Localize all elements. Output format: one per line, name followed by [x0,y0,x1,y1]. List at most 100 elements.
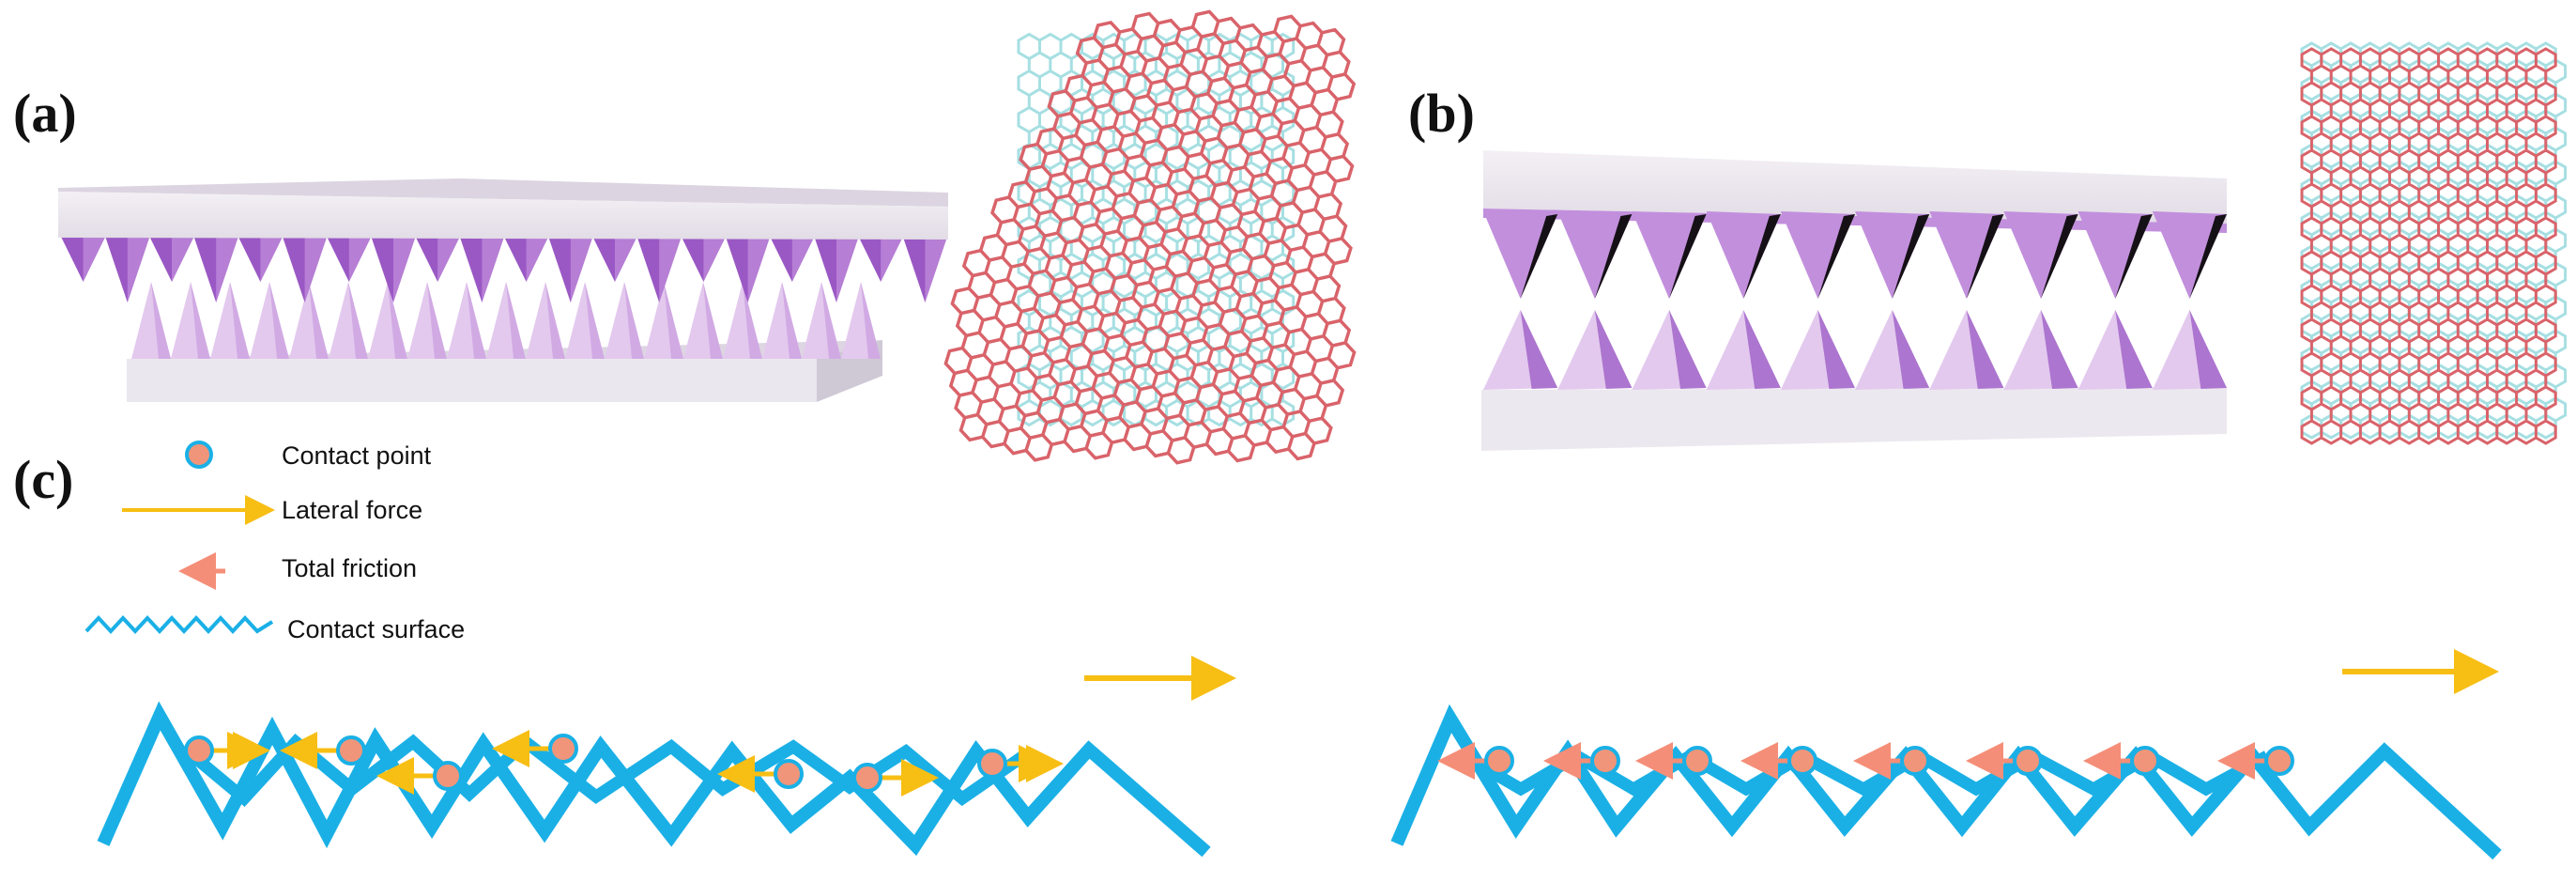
upper-pyramid-face [348,237,372,282]
contact-point [1900,746,1930,776]
upper-pyramid-face [570,237,593,302]
contact-point [1484,746,1514,776]
upper-pyramid-b-shadow [1743,214,1781,299]
upper-pyramid-face [172,237,194,282]
lower-pyramid-b-face [2189,310,2227,389]
contact-surface-lower-right [1390,704,2502,860]
lower-pyramid-face [388,282,407,359]
upper-pyramid-face [304,237,328,302]
upper-pyramid-b-shadow [1520,214,1558,299]
panel-label-b: (b) [1408,83,1475,144]
top-plate-b [1483,150,2227,224]
upper-pyramid-b-shadow [1817,214,1855,299]
bottom-plate-a-front [127,359,817,402]
lower-pyramid-b-face [2115,310,2153,389]
upper-pyramid-face [260,237,283,282]
panel-label-c: (c) [13,449,73,510]
legend-contact-surface-label: Contact surface [287,615,465,643]
upper-pyramid-b [1929,211,2004,299]
zigzag-left [97,701,1211,858]
lower-pyramid-face [151,282,171,359]
lower-pyramid-face [861,282,881,359]
upper-pyramid-b-shadow [2041,214,2078,299]
contact-point [336,735,366,766]
upper-pyramid-face [747,237,771,302]
lattice-b-cyan [2300,41,2568,440]
lower-pyramid-face [821,282,841,359]
lower-pyramid-face [624,282,644,359]
upper-pyramid-b [1706,211,1781,299]
upper-pyramid-b [1780,211,1855,299]
contact-point [2013,746,2043,776]
lower-pyramid-face [191,282,210,359]
legend-lateral-force-label: Lateral force [282,496,422,524]
lower-pyramids-a [131,282,881,359]
panel-a-plates [58,178,948,402]
lower-pyramid-face [782,282,802,359]
lattice-b-red [2300,47,2557,445]
lattice-a-red [943,9,1357,465]
bottom-plate-b [1481,387,2227,451]
lower-pyramid-b-face [1594,310,1633,389]
upper-pyramid-b-shadow [1669,214,1707,299]
lower-pyramid-b-face [1966,310,2004,389]
contact-point [548,734,578,764]
upper-pyramid-face [127,237,150,302]
top-plate-a-top [58,178,948,207]
upper-pyramid-b [1632,211,1707,299]
upper-pyramid-b [2078,211,2153,299]
pyramids-b [1483,209,2227,390]
lower-pyramid-face [230,282,250,359]
aligned-lattice-b [2300,41,2568,445]
upper-pyramid-face [659,237,682,302]
upper-pyramid-face [703,237,726,282]
upper-pyramid-b-shadow [1892,214,1930,299]
upper-pyramid-face [836,237,859,302]
upper-pyramids-a [61,237,947,302]
upper-pyramid-b-shadow [2189,214,2227,299]
lower-pyramid-b-face [2041,310,2078,389]
lower-pyramid-b-face [1669,310,1707,389]
upper-pyramid-b [2152,211,2227,299]
lower-pyramid-face [664,282,683,359]
moire-lattice-a [943,9,1357,465]
lower-pyramid-face [506,282,526,359]
contact-point [2264,746,2294,776]
top-plate-a-front [58,192,948,240]
lateral-force-arrows-left [212,730,1064,797]
legend-contact-surface-icon [84,615,274,634]
contact-point [1787,746,1817,776]
legend-contact-point-icon [185,441,213,469]
panel-label-a: (a) [13,83,77,144]
contact-point [774,759,804,789]
lower-pyramid-b-face [1817,310,1855,389]
contact-point [2130,746,2160,776]
upper-pyramid-face [216,237,238,302]
upper-pyramid-b [1483,211,1558,299]
upper-pyramid-b-shadow [2115,214,2153,299]
contact-point [1590,746,1620,776]
lower-pyramid-face [427,282,447,359]
lower-pyramid-face [467,282,486,359]
lower-pyramid-b-face [1520,310,1558,389]
upper-pyramid-face [881,237,903,282]
upper-pyramid-b-shadow [1966,214,2004,299]
contact-point [433,761,463,791]
upper-pyramid-b [1855,211,1930,299]
lower-pyramid-face [269,282,289,359]
upper-pyramid-face [437,237,460,282]
lower-pyramid-b-face [1892,310,1930,389]
upper-pyramid-face [83,237,106,282]
lower-pyramid-b-face [1743,310,1781,389]
lower-pyramid-face [703,282,723,359]
upper-pyramid-face [393,237,416,302]
contact-points-left [184,734,1007,793]
contact-point [1682,746,1712,776]
upper-pyramid-b [2003,211,2078,299]
lower-pyramid-face [585,282,605,359]
contact-surface-lower-left [97,701,1211,858]
zigzag-right [1390,704,2502,860]
contact-point [977,749,1007,779]
contact-point [852,763,882,793]
